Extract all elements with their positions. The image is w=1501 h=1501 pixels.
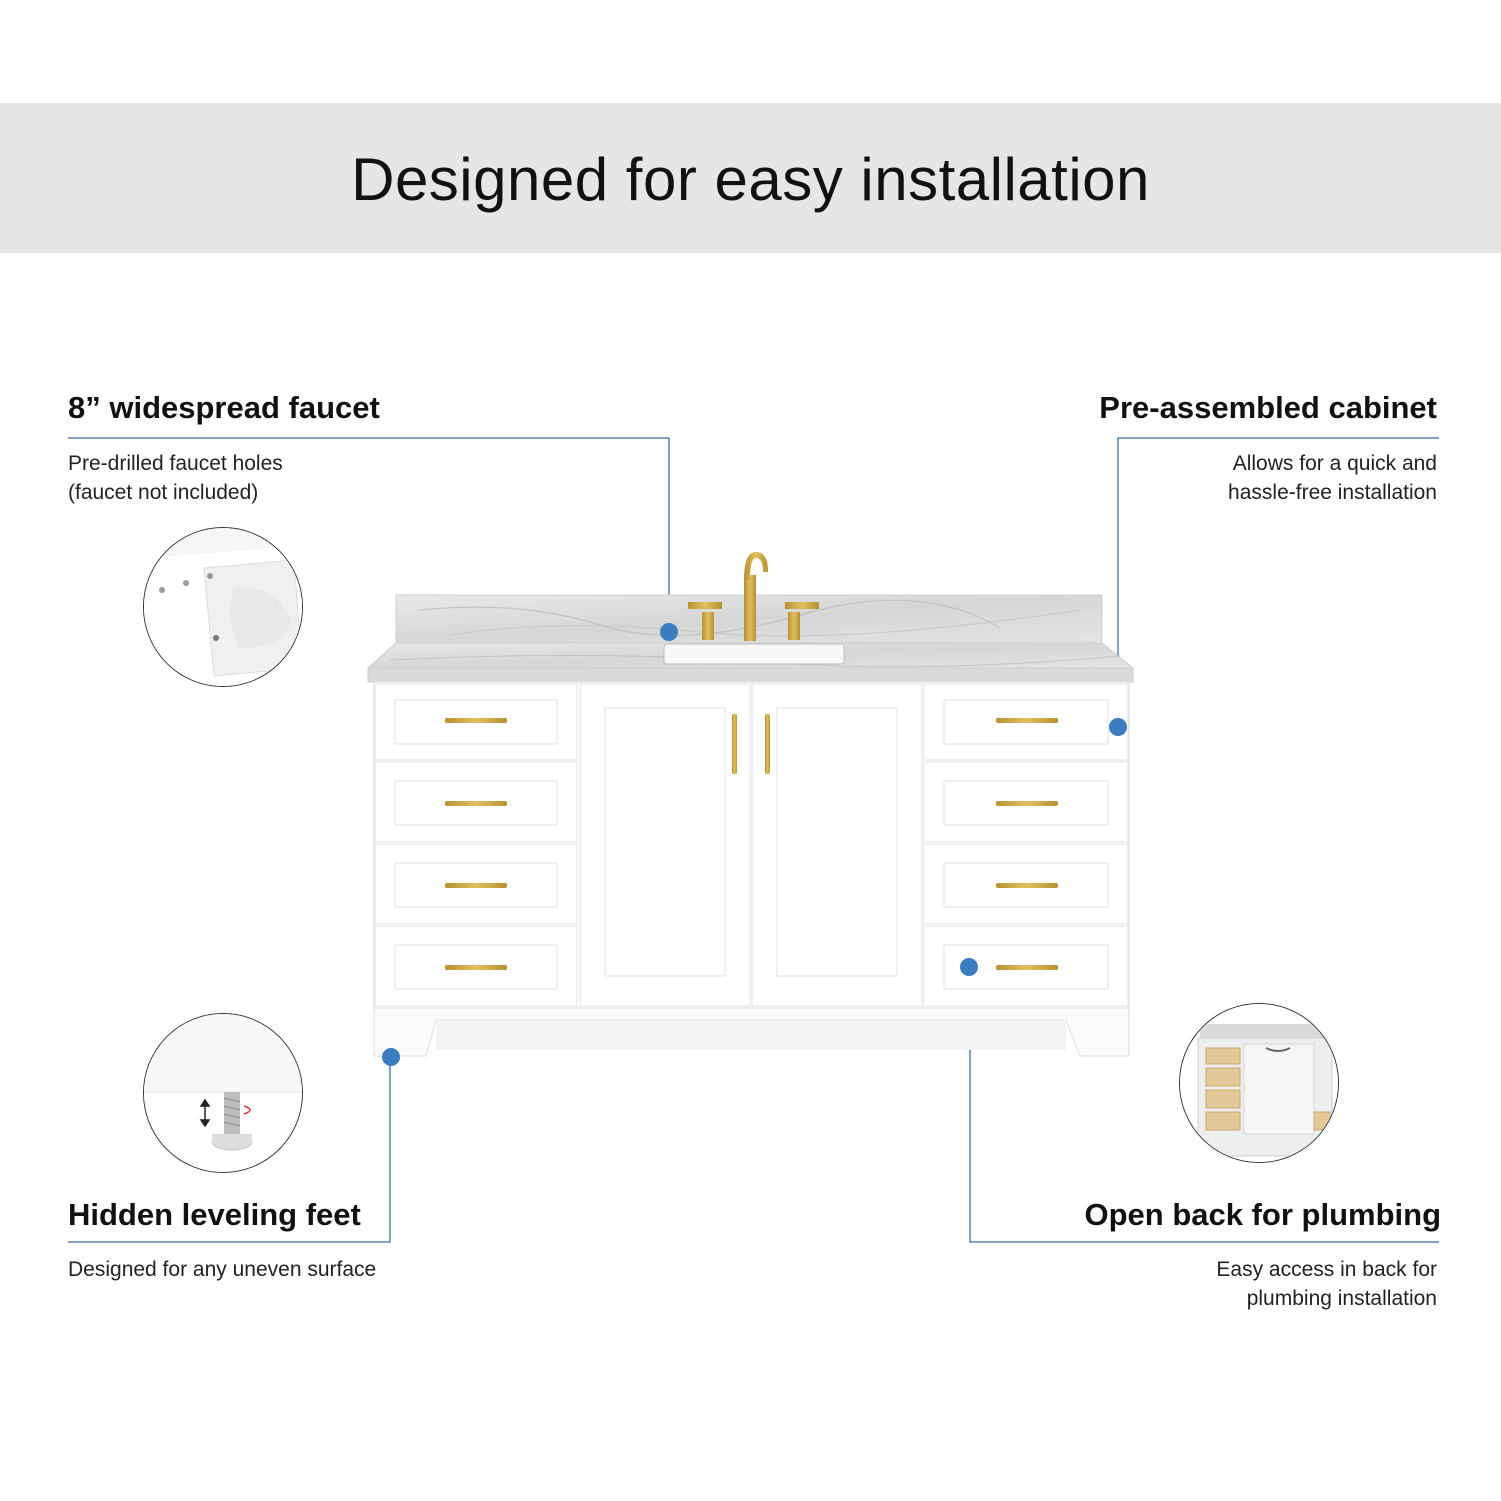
feature-feet-desc: Designed for any uneven surface <box>68 1255 376 1284</box>
page-title: Designed for easy installation <box>351 146 1150 213</box>
feature-faucet-desc: Pre-drilled faucet holes (faucet not inc… <box>68 449 283 507</box>
arrow-up-down-icon <box>199 1098 211 1128</box>
header-banner: Designed for easy installation <box>0 103 1501 253</box>
sink-detail-image <box>143 527 303 687</box>
callout-line-faucet <box>68 437 670 632</box>
feature-cabinet-desc: Allows for a quick and hassle-free insta… <box>1228 449 1437 507</box>
drawer-handles <box>445 714 1058 970</box>
feature-faucet-desc-line: (faucet not included) <box>68 481 259 504</box>
rotate-icon <box>243 1105 251 1115</box>
feature-cabinet-desc-line: Allows for a quick and <box>1232 452 1437 475</box>
faucet <box>688 552 819 641</box>
feature-faucet-desc-line: Pre-drilled faucet holes <box>68 452 283 475</box>
feature-feet-title: Hidden leveling feet <box>68 1197 361 1232</box>
feature-feet-desc-line: Designed for any uneven surface <box>68 1258 377 1281</box>
feature-faucet-title: 8” widespread faucet <box>68 390 380 425</box>
callout-dots <box>382 623 1127 1066</box>
feature-plumbing-title: Open back for plumbing <box>1084 1197 1441 1232</box>
feature-plumbing-desc: Easy access in back for plumbing install… <box>1216 1255 1437 1313</box>
feature-cabinet-title: Pre-assembled cabinet <box>1099 390 1437 425</box>
callout-line-plumbing <box>969 967 1439 1243</box>
leveling-foot-detail-image <box>143 1013 303 1173</box>
feature-plumbing-desc-line: plumbing installation <box>1246 1287 1437 1310</box>
callout-line-feet <box>68 1057 391 1243</box>
feature-plumbing-desc-line: Easy access in back for <box>1216 1258 1437 1281</box>
sink-basin <box>663 643 845 665</box>
callout-line-cabinet <box>1117 437 1439 727</box>
feature-cabinet-desc-line: hassle-free installation <box>1228 481 1437 504</box>
open-back-detail-image <box>1179 1003 1339 1163</box>
